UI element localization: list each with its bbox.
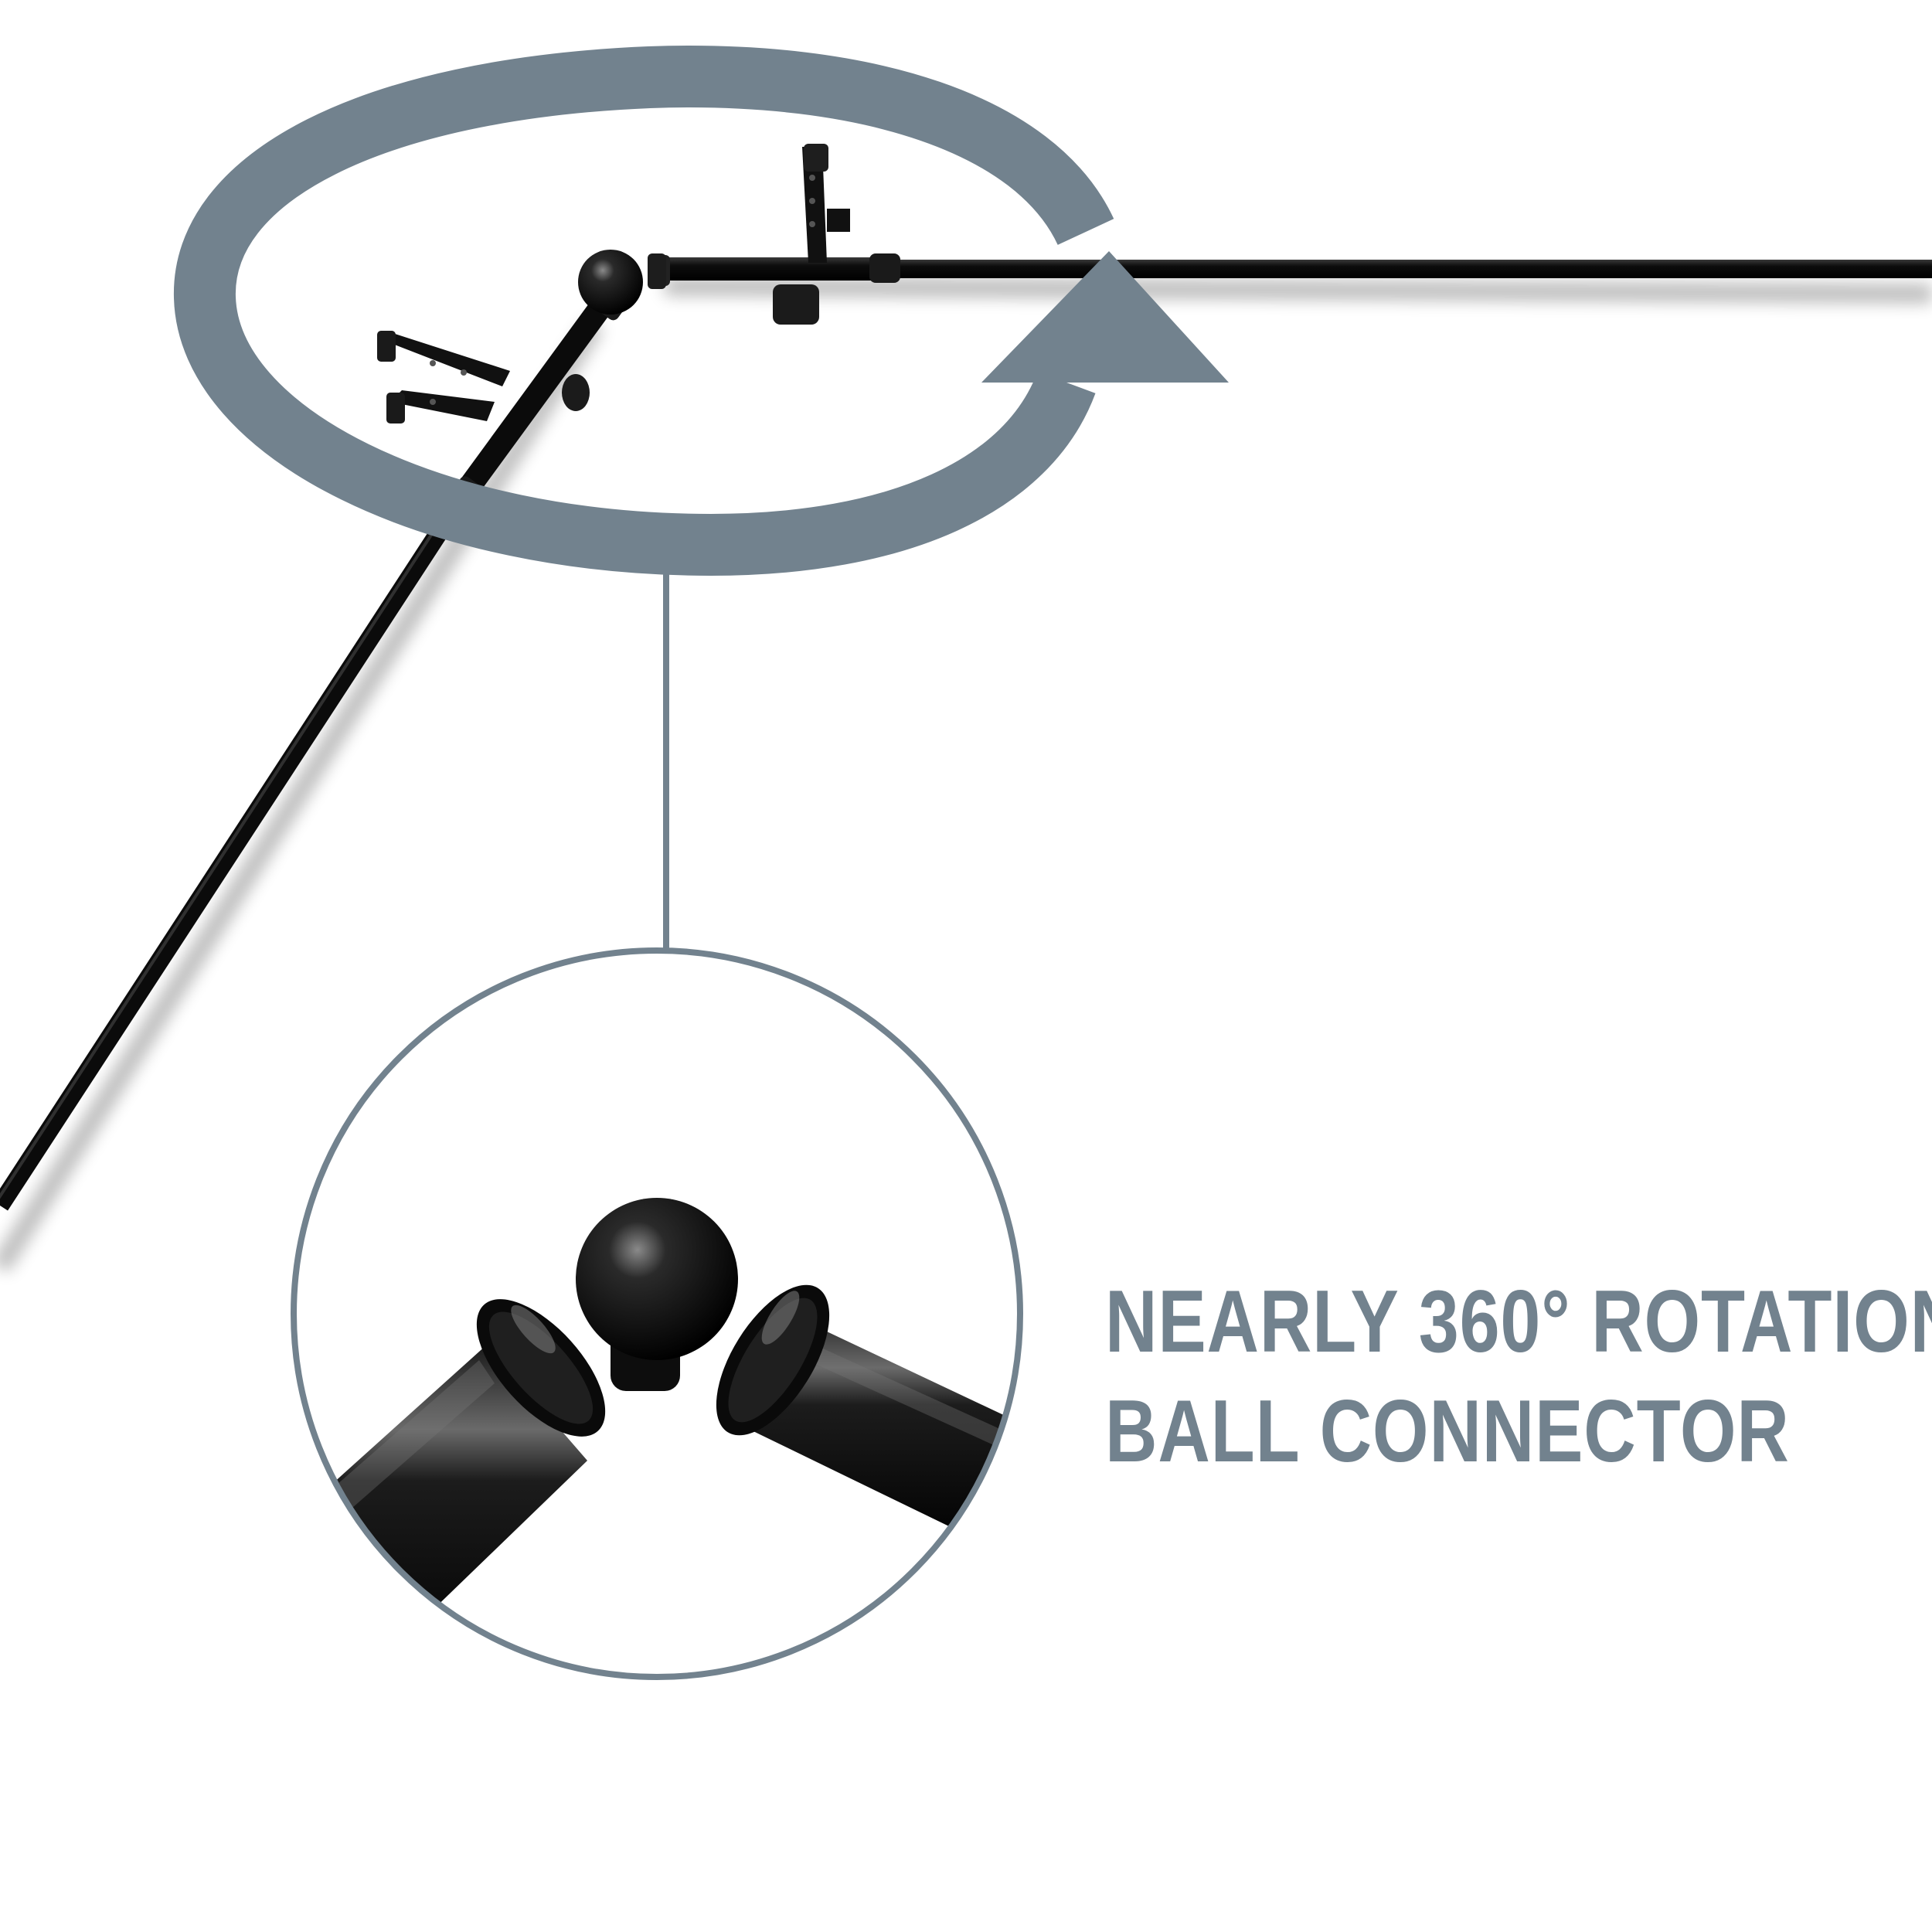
rod-shadows: [0, 276, 1932, 1273]
zoom-ball: [576, 1198, 738, 1391]
zoom-detail: [291, 947, 1023, 1680]
wall-bracket-left: [377, 331, 590, 423]
zoom-ring-right: [716, 1284, 830, 1436]
feature-caption-line-2: BALL CONNECTOR: [1105, 1383, 1790, 1481]
feature-caption: NEARLY 360° ROTATION BALL CONNECTOR: [1105, 1267, 1932, 1487]
feature-caption-line-1: NEARLY 360° ROTATION: [1105, 1273, 1932, 1371]
ball-connector: [578, 250, 666, 321]
circular-arrow-icon: [173, 46, 1229, 577]
zoom-ring-left: [476, 1299, 606, 1437]
wall-bracket-right: [773, 144, 850, 325]
curtain-rod-right: [653, 253, 1932, 286]
